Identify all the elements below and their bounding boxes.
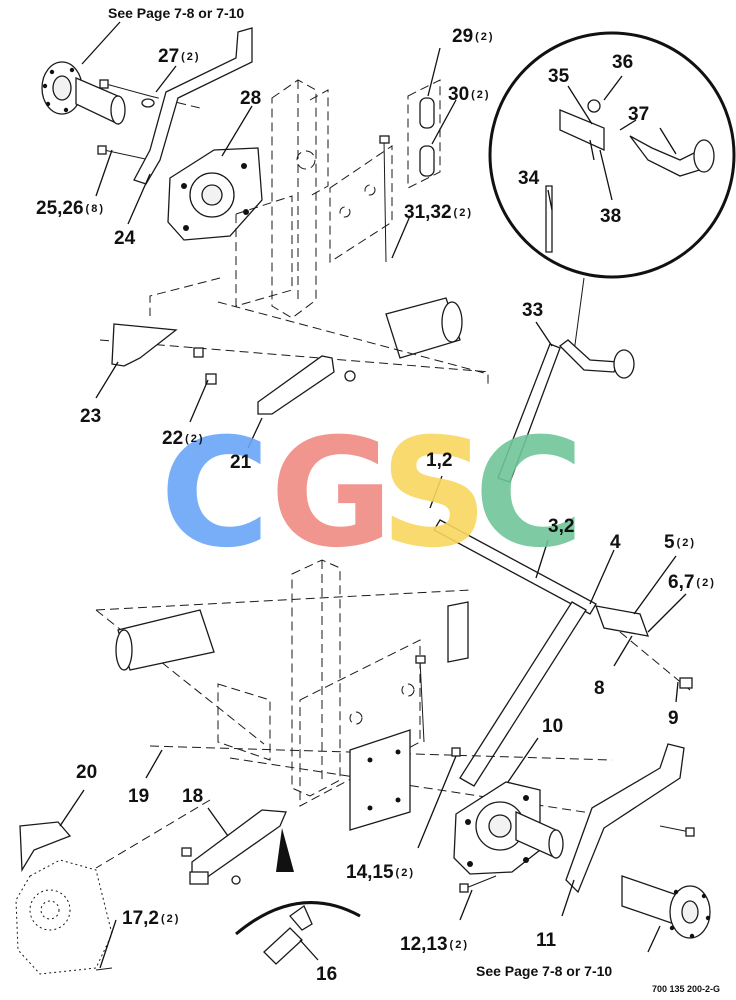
drawing-code: 700 135 200-2-G	[652, 984, 720, 994]
bottom-page-reference: See Page 7-8 or 7-10	[476, 963, 612, 979]
callout-19: 19	[128, 786, 149, 807]
watermark-letter-1: C	[160, 407, 270, 581]
lever-4	[459, 601, 587, 787]
detail-16	[235, 828, 361, 965]
lower-bracket-18	[191, 809, 287, 879]
callout-6-7: 6,7(2)	[668, 572, 716, 593]
lower-left-plate	[15, 821, 113, 975]
callout-4: 4	[610, 532, 621, 553]
upper-bracket-23	[111, 323, 178, 367]
callout-30: 30(2)	[448, 84, 491, 105]
callout-21: 21	[230, 452, 252, 473]
watermark: C G S C	[160, 407, 584, 581]
callout-25-26: 25,26(8)	[36, 198, 105, 219]
upper-wheel-hub	[41, 61, 126, 126]
callout-20: 20	[76, 762, 97, 783]
upper-bolts	[97, 79, 201, 161]
detail-connector	[573, 277, 585, 353]
lower-tube	[117, 609, 215, 671]
callout-12-13: 12,13(2)	[400, 934, 469, 955]
callout-10: 10	[542, 716, 563, 737]
callout-35: 35	[548, 66, 570, 87]
callout-5: 5(2)	[664, 532, 696, 553]
callout-34: 34	[518, 168, 540, 189]
callout-18: 18	[182, 786, 203, 807]
callout-22: 22(2)	[162, 428, 205, 449]
watermark-letter-4: C	[474, 407, 584, 581]
callout-28: 28	[240, 88, 261, 109]
callout-23: 23	[80, 406, 101, 427]
linkage-arm	[433, 519, 597, 615]
lower-bracket-11	[565, 743, 685, 894]
watermark-letter-2: G	[270, 407, 393, 581]
reference-notes: See Page 7-8 or 7-10 See Page 7-8 or 7-1…	[108, 5, 720, 994]
callout-14-15: 14,15(2)	[346, 862, 415, 883]
callout-29: 29(2)	[452, 26, 495, 47]
callout-3-2: 3,2	[548, 516, 574, 537]
callout-16: 16	[316, 964, 337, 985]
callout-33: 33	[522, 300, 543, 321]
callout-17-2: 17,2(2)	[122, 908, 180, 929]
callout-9: 9	[668, 708, 679, 729]
callout-8: 8	[594, 678, 605, 699]
upper-bushings	[407, 79, 441, 189]
upper-bracket-21	[257, 355, 335, 415]
callout-27: 27(2)	[158, 46, 201, 67]
control-rod-33	[497, 343, 561, 483]
watermark-letter-3: S	[380, 407, 488, 581]
callout-1-2: 1,2	[426, 450, 452, 471]
upper-long-bolt	[383, 139, 387, 263]
control-linkage	[433, 339, 693, 787]
callout-31-32: 31,32(2)	[404, 202, 473, 223]
callout-37: 37	[628, 104, 649, 125]
upper-assembly	[41, 27, 491, 415]
lower-wheel-hub	[621, 875, 711, 939]
detail-inset	[488, 31, 736, 279]
top-page-reference: See Page 7-8 or 7-10	[108, 5, 244, 21]
callout-36: 36	[612, 52, 633, 73]
callout-11: 11	[536, 930, 557, 951]
leader-lines	[59, 21, 687, 969]
upper-frame-post	[149, 79, 393, 319]
callout-labels: 1,2 3,2 4 5(2) 6,7(2) 8 9 10 11 12,13(2)…	[36, 26, 716, 985]
lower-frame	[95, 559, 613, 869]
lower-bearing-plate	[453, 781, 564, 875]
callout-38: 38	[600, 206, 621, 227]
callout-24: 24	[114, 228, 136, 249]
pivot-plate	[595, 605, 649, 637]
upper-tube	[99, 297, 491, 384]
